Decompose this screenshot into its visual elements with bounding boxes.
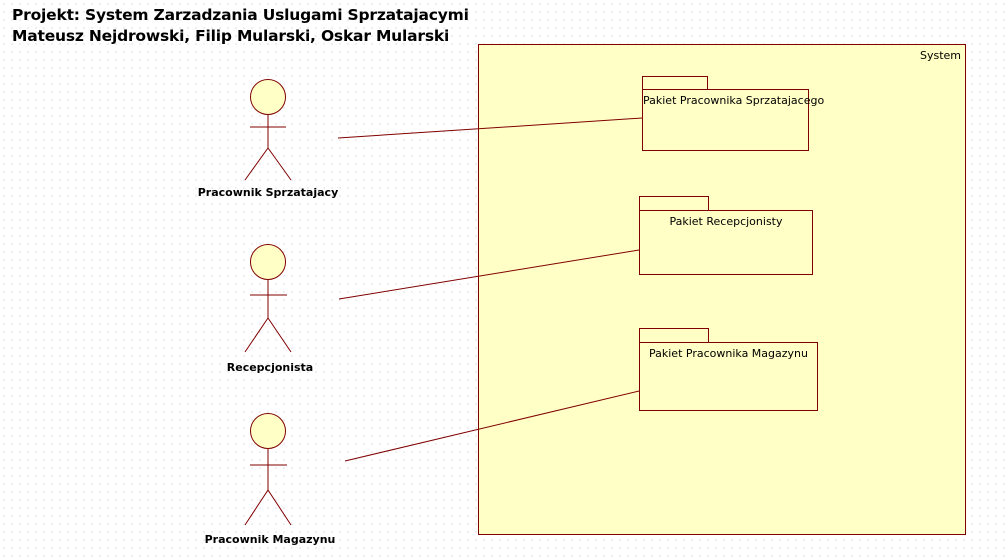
actor-label-recepcjonista: Recepcjonista (226, 361, 314, 374)
association-line[interactable] (337, 117, 643, 139)
package-pracownik-magazynu[interactable]: Pakiet Pracownika Magazynu (639, 342, 818, 411)
package-tab-pracownik-magazynu (639, 328, 709, 343)
package-label: Pakiet Pracownika Sprzatajacego (643, 94, 825, 107)
system-label: System (919, 49, 961, 62)
diagram-title: Projekt: System Zarzadzania Uslugami Spr… (12, 6, 469, 24)
diagram-authors: Mateusz Nejdrowski, Filip Mularski, Oska… (12, 27, 450, 45)
package-label: Pakiet Recepcjonisty (669, 215, 783, 228)
package-tab-recepcjonista (639, 196, 709, 211)
actor-label-pracownik-magazynu: Pracownik Magazynu (204, 533, 336, 546)
stick-figure-icon[interactable] (244, 79, 292, 181)
package-recepcjonista[interactable]: Pakiet Recepcjonisty (639, 210, 813, 275)
association-line[interactable] (338, 249, 640, 300)
package-label: Pakiet Pracownika Magazynu (649, 347, 808, 360)
stick-figure-icon[interactable] (244, 413, 292, 526)
package-pracownik-sprzatajacy[interactable]: Pakiet Pracownika Sprzatajacego (642, 89, 825, 151)
association-line[interactable] (344, 390, 640, 462)
package-tab-pracownik-sprzatajacy (642, 76, 708, 90)
actor-label-pracownik-sprzatajacy: Pracownik Sprzatajacy (197, 186, 339, 199)
stick-figure-icon[interactable] (244, 244, 292, 353)
